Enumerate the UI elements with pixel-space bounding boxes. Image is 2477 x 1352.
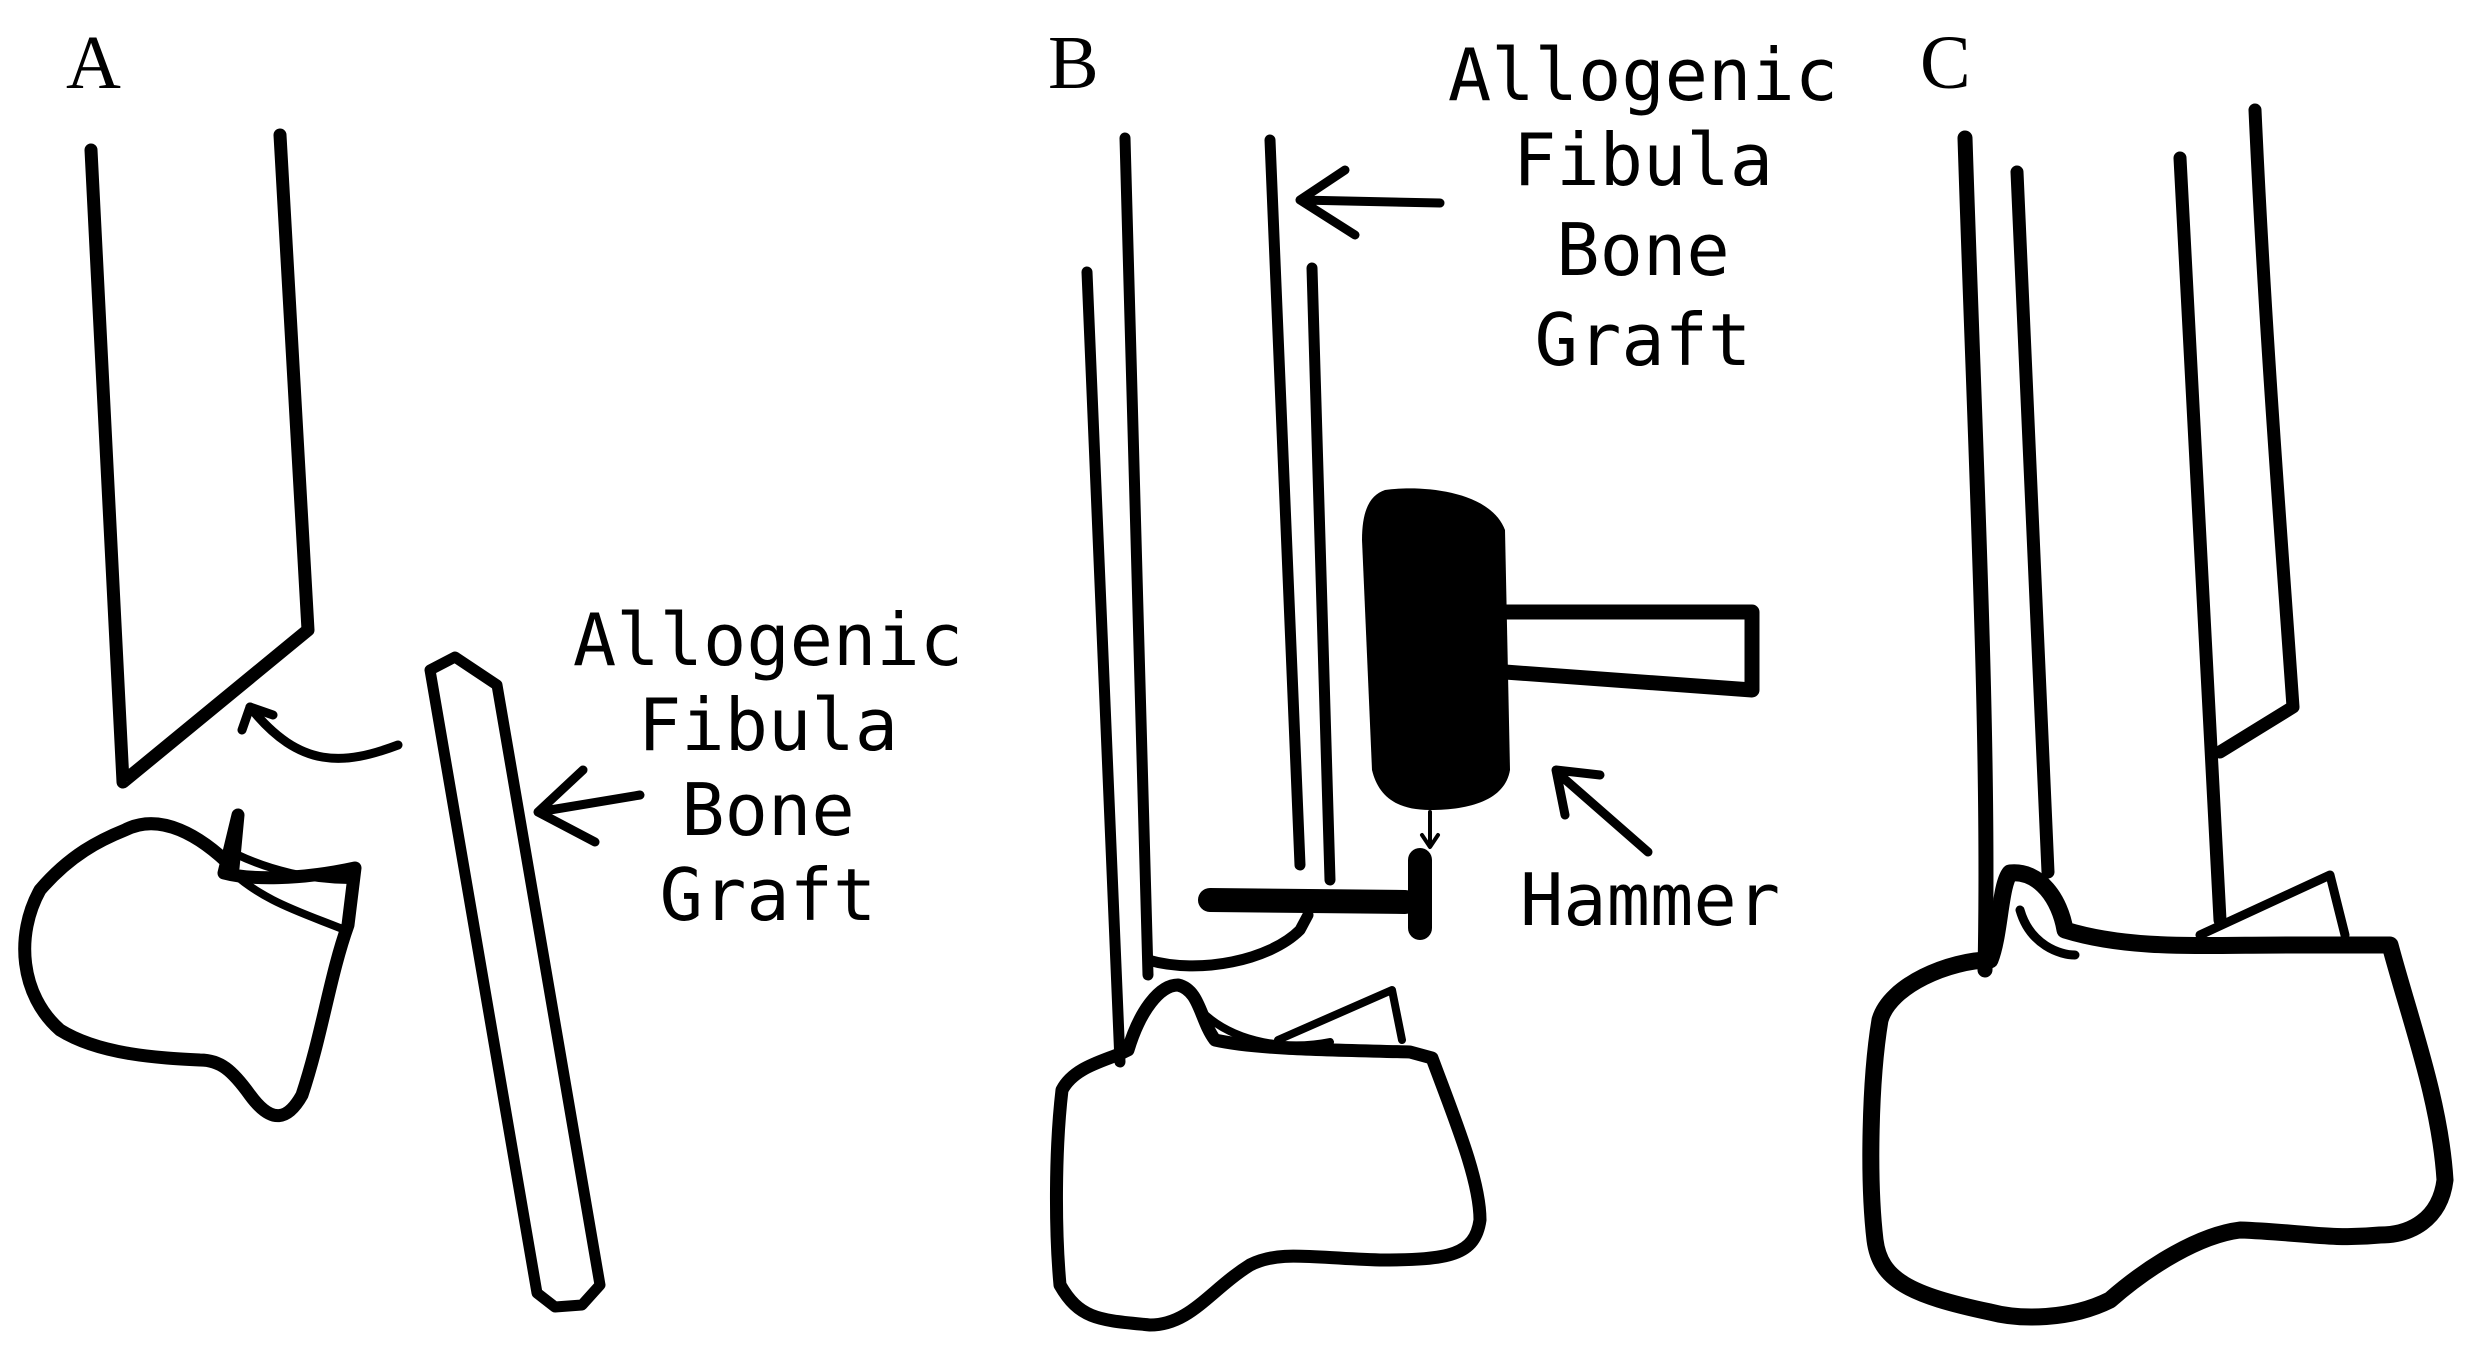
graft-callout-arrow-b	[1295, 165, 1445, 240]
graft-callout-b-line-2: Fibula	[1513, 118, 1773, 202]
panel-c: C	[1862, 21, 2454, 1326]
impact-arrow	[1420, 810, 1440, 849]
panel-a-label: A	[66, 21, 121, 105]
graft-line-c-1	[2173, 151, 2227, 927]
tibia-inner-cortex	[1119, 132, 1154, 981]
graft-line-c-2	[2213, 103, 2300, 759]
graft-callout-line-1: Allogenic	[573, 598, 963, 682]
talus-dome-fragment	[224, 851, 354, 932]
impactor-shaft	[1198, 888, 1417, 914]
fibula-graft-rod	[424, 651, 606, 1313]
insertion-arrowhead	[237, 702, 278, 735]
panel-b-label: B	[1048, 21, 1099, 105]
graft-callout-b-line-3: Bone	[1556, 208, 1729, 292]
graft-distal-end	[1142, 909, 1314, 972]
graft-callout-b-line-4: Graft	[1535, 298, 1752, 382]
panel-c-label: C	[1920, 21, 1971, 105]
graft-callout-b-line-1: Allogenic	[1448, 33, 1838, 117]
insertion-curved-arrow	[245, 702, 403, 763]
panel-a: A Allogenic Fibula Bone Graft	[18, 21, 963, 1313]
talus-c	[1862, 864, 2454, 1326]
graft-callout-arrow	[533, 765, 645, 847]
tibia-outer-cortex	[1081, 266, 1126, 1068]
fracture-wedge-c	[2015, 870, 2350, 960]
graft-callout-line-2: Fibula	[638, 683, 898, 767]
hammer-callout-arrow	[1551, 765, 1653, 857]
panel-b: B Allogenic Fibula Bone Graft Hammer	[1048, 21, 1838, 1332]
fracture-wedge-b	[1196, 986, 1406, 1050]
hammer-head	[1362, 488, 1510, 810]
tibia-inner-cortex-c	[2010, 165, 2055, 879]
talus-fragment	[18, 808, 362, 1123]
graft-callout-line-4: Graft	[660, 853, 877, 937]
graft-callout-line-3: Bone	[681, 768, 854, 852]
tibia-outer-cortex-c	[1957, 130, 1994, 978]
tibia-shaft	[84, 128, 315, 789]
hammer-label: Hammer	[1520, 858, 1780, 942]
fibula-graft-medial	[1264, 134, 1306, 871]
talus-b	[1049, 978, 1487, 1332]
fibula-graft-lateral	[1306, 262, 1336, 886]
hammer-handle	[1497, 604, 1760, 698]
